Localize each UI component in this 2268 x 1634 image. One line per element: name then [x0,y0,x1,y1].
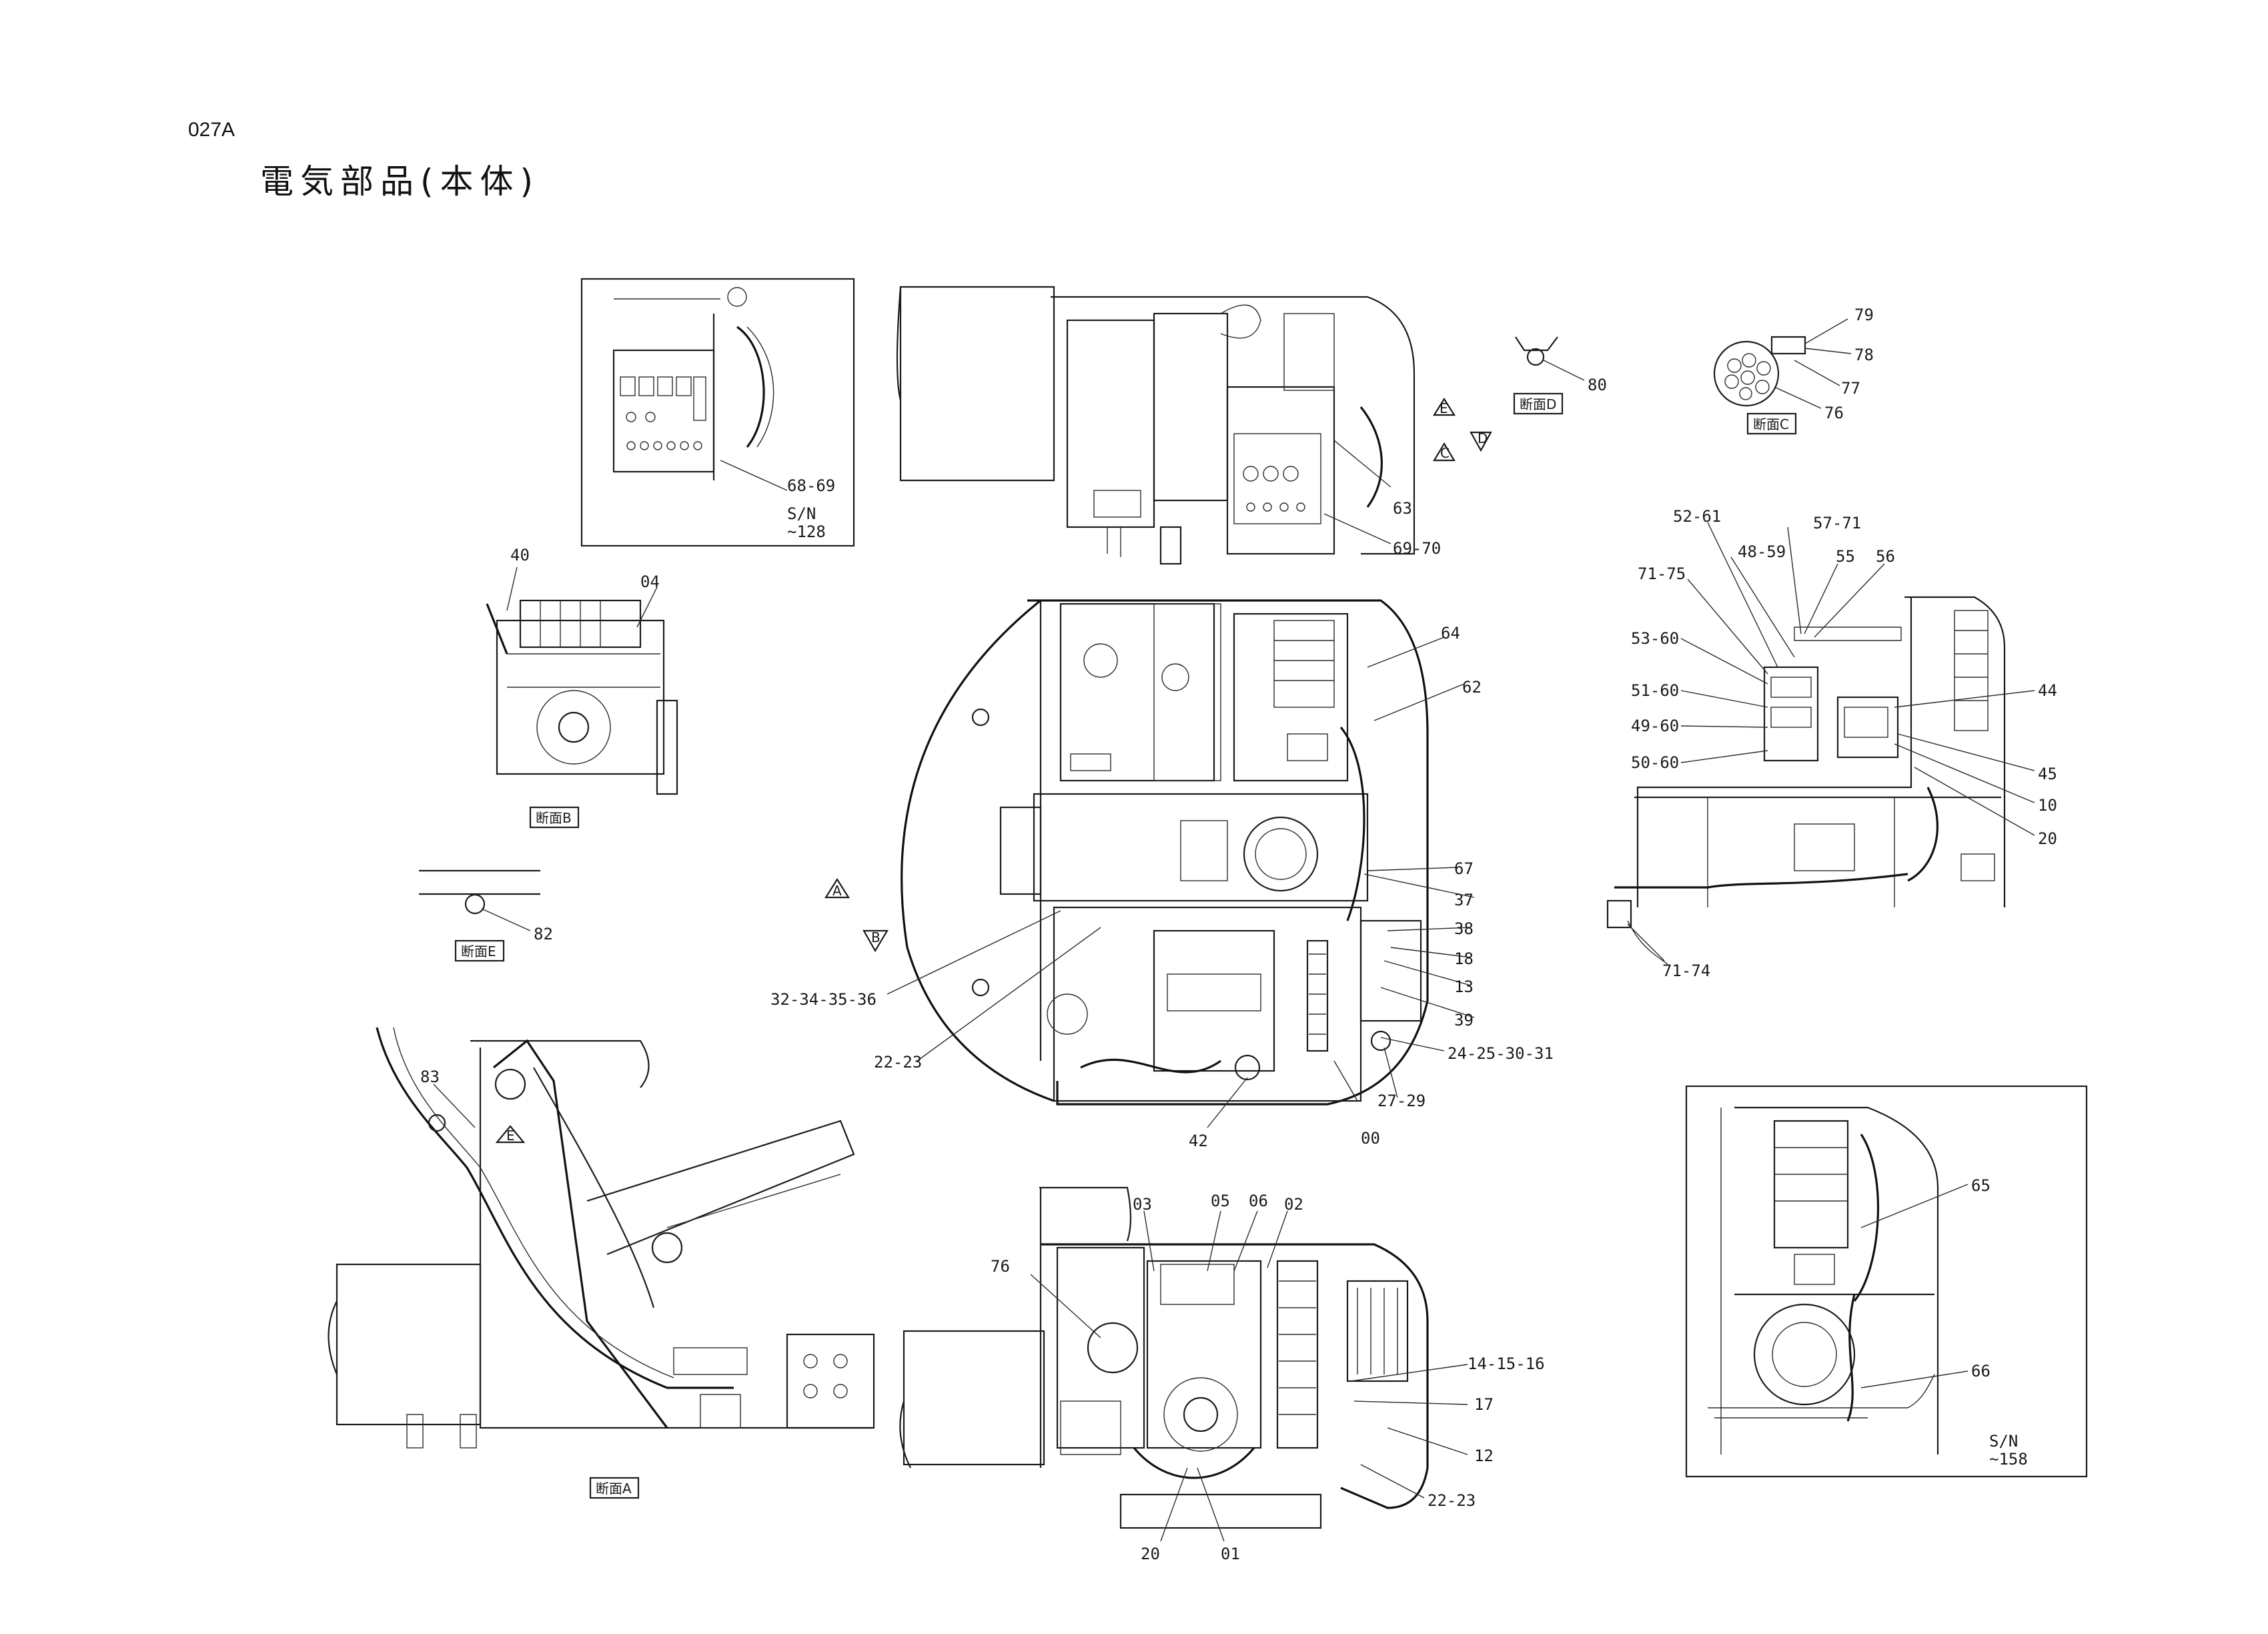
svg-text:E: E [1440,400,1448,416]
section-d-label: 断面D [1520,396,1556,412]
callout-79: 79 [1854,306,1874,324]
section-a-boom-view: 83 E 断面A [328,1027,875,1499]
view-marker-d: D [1470,430,1492,452]
serial-note-158-line1: S/N [1989,1432,2018,1451]
callout-55: 55 [1836,547,1855,566]
view-marker-c: C [1433,442,1456,462]
callout-63: 63 [1393,499,1412,518]
callout-40: 40 [510,546,530,564]
callout-45: 45 [2038,765,2057,783]
callout-83: 83 [420,1068,440,1086]
view-marker-a: A [824,877,850,899]
view-marker-e-boom: E [495,1125,526,1144]
callout-38: 38 [1454,919,1474,938]
callout-02: 02 [1284,1195,1303,1214]
callout-50-60: 50-60 [1631,753,1679,772]
callout-17: 17 [1474,1395,1494,1414]
callout-27-29: 27-29 [1377,1092,1426,1110]
section-e-label: 断面E [461,943,496,959]
callout-05: 05 [1211,1192,1230,1210]
callout-80: 80 [1588,376,1607,394]
serial-note-line1: S/N [787,504,816,523]
callout-22-23-bottom: 22-23 [1428,1491,1476,1510]
callout-51-60: 51-60 [1631,681,1679,700]
callout-10: 10 [2038,796,2057,815]
callout-49-60: 49-60 [1631,717,1679,735]
inset-panel-sn158: 65 66 S/N ~158 [1685,1085,2088,1478]
callout-00: 00 [1361,1129,1380,1148]
callout-77: 77 [1841,379,1860,398]
callout-67: 67 [1454,859,1474,878]
callout-56: 56 [1876,547,1895,566]
section-d-detail: 80 断面D [1513,336,1607,415]
callout-68-69: 68-69 [787,476,835,495]
serial-note-line2: ~128 [787,522,826,541]
callout-42: 42 [1189,1132,1208,1150]
view-marker-e-top: E [1433,397,1456,416]
callout-13: 13 [1454,977,1474,996]
callout-22-23-top: 22-23 [874,1053,922,1072]
svg-text:B: B [871,929,881,945]
callout-01: 01 [1221,1545,1240,1563]
view-marker-b: B [863,929,889,953]
callout-06: 06 [1249,1192,1268,1210]
section-a-label: 断面A [596,1481,632,1497]
callout-82: 82 [534,925,553,943]
callout-57-71: 57-71 [1813,514,1861,532]
callout-12: 12 [1474,1447,1494,1465]
section-e-detail: 82 断面E [419,869,553,962]
callout-24-25-30-31: 24-25-30-31 [1448,1044,1554,1063]
callout-03: 03 [1133,1195,1152,1214]
callout-37: 37 [1454,891,1474,909]
callout-64: 64 [1441,624,1460,643]
inset-panel-sn128: 68-69 S/N ~128 [580,278,855,547]
callout-52-61: 52-61 [1673,507,1721,526]
callout-71-75: 71-75 [1638,564,1686,583]
callout-32-34-35-36: 32-34-35-36 [770,990,877,1009]
callout-20-right: 20 [2038,829,2057,848]
machine-plan-view: 64 62 67 37 38 18 13 39 24-25-30-31 27-2… [770,599,1554,1150]
machine-rear-view: 63 69-70 [896,286,1441,565]
callout-65: 65 [1971,1176,1991,1195]
callout-14-15-16: 14-15-16 [1468,1354,1545,1373]
callout-18: 18 [1454,949,1474,968]
section-c-detail: 79 78 77 76 断面C [1713,306,1874,435]
section-b-label: 断面B [536,810,572,826]
callout-62: 62 [1462,678,1482,697]
section-c-label: 断面C [1753,416,1789,432]
callout-71-74: 71-74 [1662,961,1710,980]
svg-text:D: D [1478,430,1488,446]
callout-39: 39 [1454,1011,1474,1030]
svg-text:C: C [1440,445,1450,461]
callout-76-c: 76 [1824,404,1844,422]
callout-53-60: 53-60 [1631,629,1679,648]
callout-20-bottom: 20 [1141,1545,1160,1563]
machine-side-view: 03 05 06 02 76 14-15-16 17 12 22-23 20 0… [899,1186,1545,1563]
svg-text:E: E [506,1128,515,1144]
page-title: 電気部品(本体) [260,162,540,201]
page-code: 027A [188,119,235,141]
serial-note-158-line2: ~158 [1989,1450,2028,1469]
callout-78: 78 [1854,346,1874,364]
callout-66: 66 [1971,1362,1991,1380]
callout-04: 04 [640,572,660,591]
right-harness-detail: 52-61 57-71 48-59 55 56 71-75 53-60 51-6… [1606,507,2057,980]
callout-44: 44 [2038,681,2057,700]
section-b-engine: 40 04 断面B [486,546,678,829]
svg-text:A: A [832,883,842,899]
callout-69-70: 69-70 [1393,539,1441,558]
callout-76-bottom: 76 [991,1257,1010,1276]
callout-48-59: 48-59 [1738,542,1786,561]
